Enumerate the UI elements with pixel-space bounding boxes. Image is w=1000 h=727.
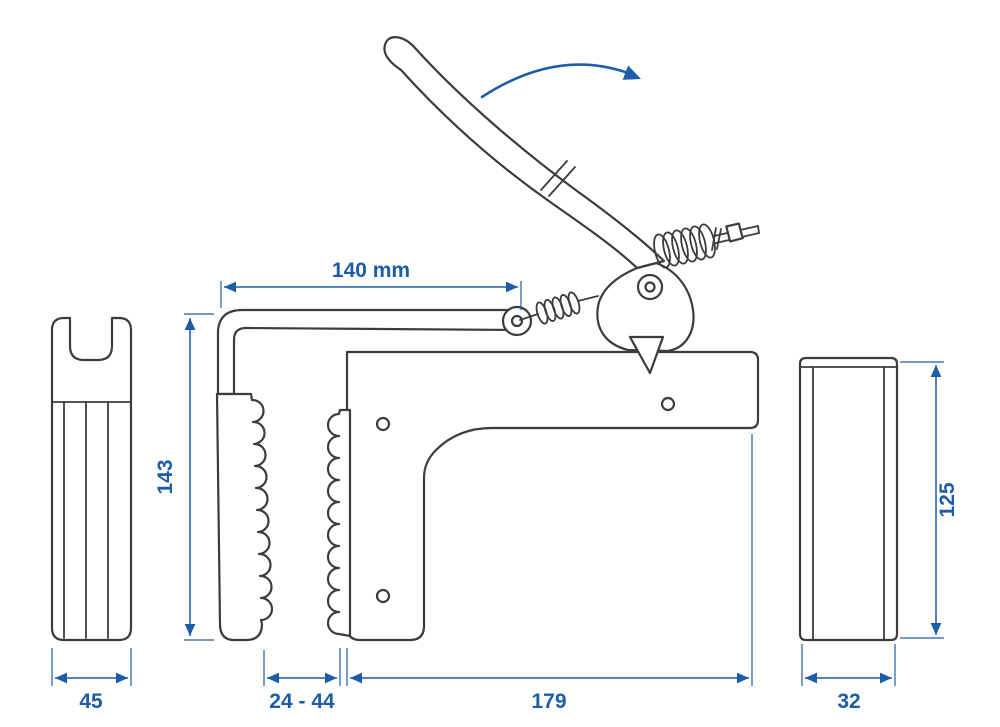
clamp-body	[345, 350, 760, 642]
spring-coil	[671, 229, 689, 265]
rivet-hole	[375, 588, 391, 604]
dimension-arm-length: 140 mm	[220, 259, 522, 310]
dimension-label-jaw-opening: 24 - 44	[269, 690, 335, 713]
spring-washer	[716, 228, 722, 250]
dimension-jaw-opening: 24 - 44	[263, 648, 341, 713]
spring-coil	[689, 225, 707, 261]
dimensions: 140 mm 143 45 24 - 44 179	[51, 259, 959, 713]
dimension-clamp-height: 143	[154, 313, 214, 641]
dimension-pad-width: 45	[51, 648, 132, 713]
pivot-pin	[644, 281, 656, 293]
spring-coil	[653, 233, 671, 269]
spring-coil	[543, 299, 557, 322]
arm-pivot-hole	[510, 314, 524, 328]
dimension-profile-height: 125	[900, 361, 959, 639]
rivet-hole	[660, 396, 676, 412]
spring-coil	[680, 227, 698, 263]
spring-washer	[711, 227, 717, 251]
spring-coil	[567, 291, 581, 315]
main-spring-assembly	[653, 222, 760, 269]
spring-coil	[535, 301, 549, 325]
spring-coil	[559, 294, 573, 317]
dimension-label-arm-length: 140 mm	[332, 259, 410, 282]
arm-spring-assembly	[519, 291, 599, 325]
profile-side-view	[798, 356, 899, 642]
pivot-plate	[596, 261, 695, 353]
dimension-label-clamp-height: 143	[154, 459, 177, 494]
movable-jaw-pad	[215, 392, 274, 642]
spring-coil	[698, 223, 716, 259]
profile-outline	[798, 356, 899, 642]
pad-outline	[50, 316, 133, 642]
rotation-arrow-arc	[480, 63, 630, 99]
dimension-body-length: 179	[346, 434, 753, 713]
rotation-arrow-icon	[480, 63, 641, 99]
dimension-label-pad-width: 45	[79, 690, 103, 713]
rivet-hole	[375, 416, 391, 432]
spring-coil	[551, 296, 565, 320]
spring-hook	[577, 295, 599, 302]
dimension-label-body-length: 179	[531, 690, 566, 713]
rotation-arrow-head	[622, 65, 641, 80]
spring-coil	[662, 231, 680, 267]
fixed-jaw-pad	[326, 408, 352, 638]
spring-hook	[519, 313, 539, 321]
adjusting-nut	[725, 222, 744, 243]
handle-grip-line	[540, 160, 568, 191]
dimension-profile-width: 32	[801, 644, 896, 713]
triangle-cutout	[628, 335, 665, 375]
dimension-label-profile-width: 32	[837, 690, 860, 713]
dimension-label-profile-height: 125	[936, 482, 959, 517]
main-clamp-view	[215, 36, 760, 642]
pad-front-view	[50, 316, 133, 642]
rod-end	[757, 225, 760, 234]
handle-grip-line	[548, 166, 576, 197]
lever-handle	[383, 36, 666, 270]
